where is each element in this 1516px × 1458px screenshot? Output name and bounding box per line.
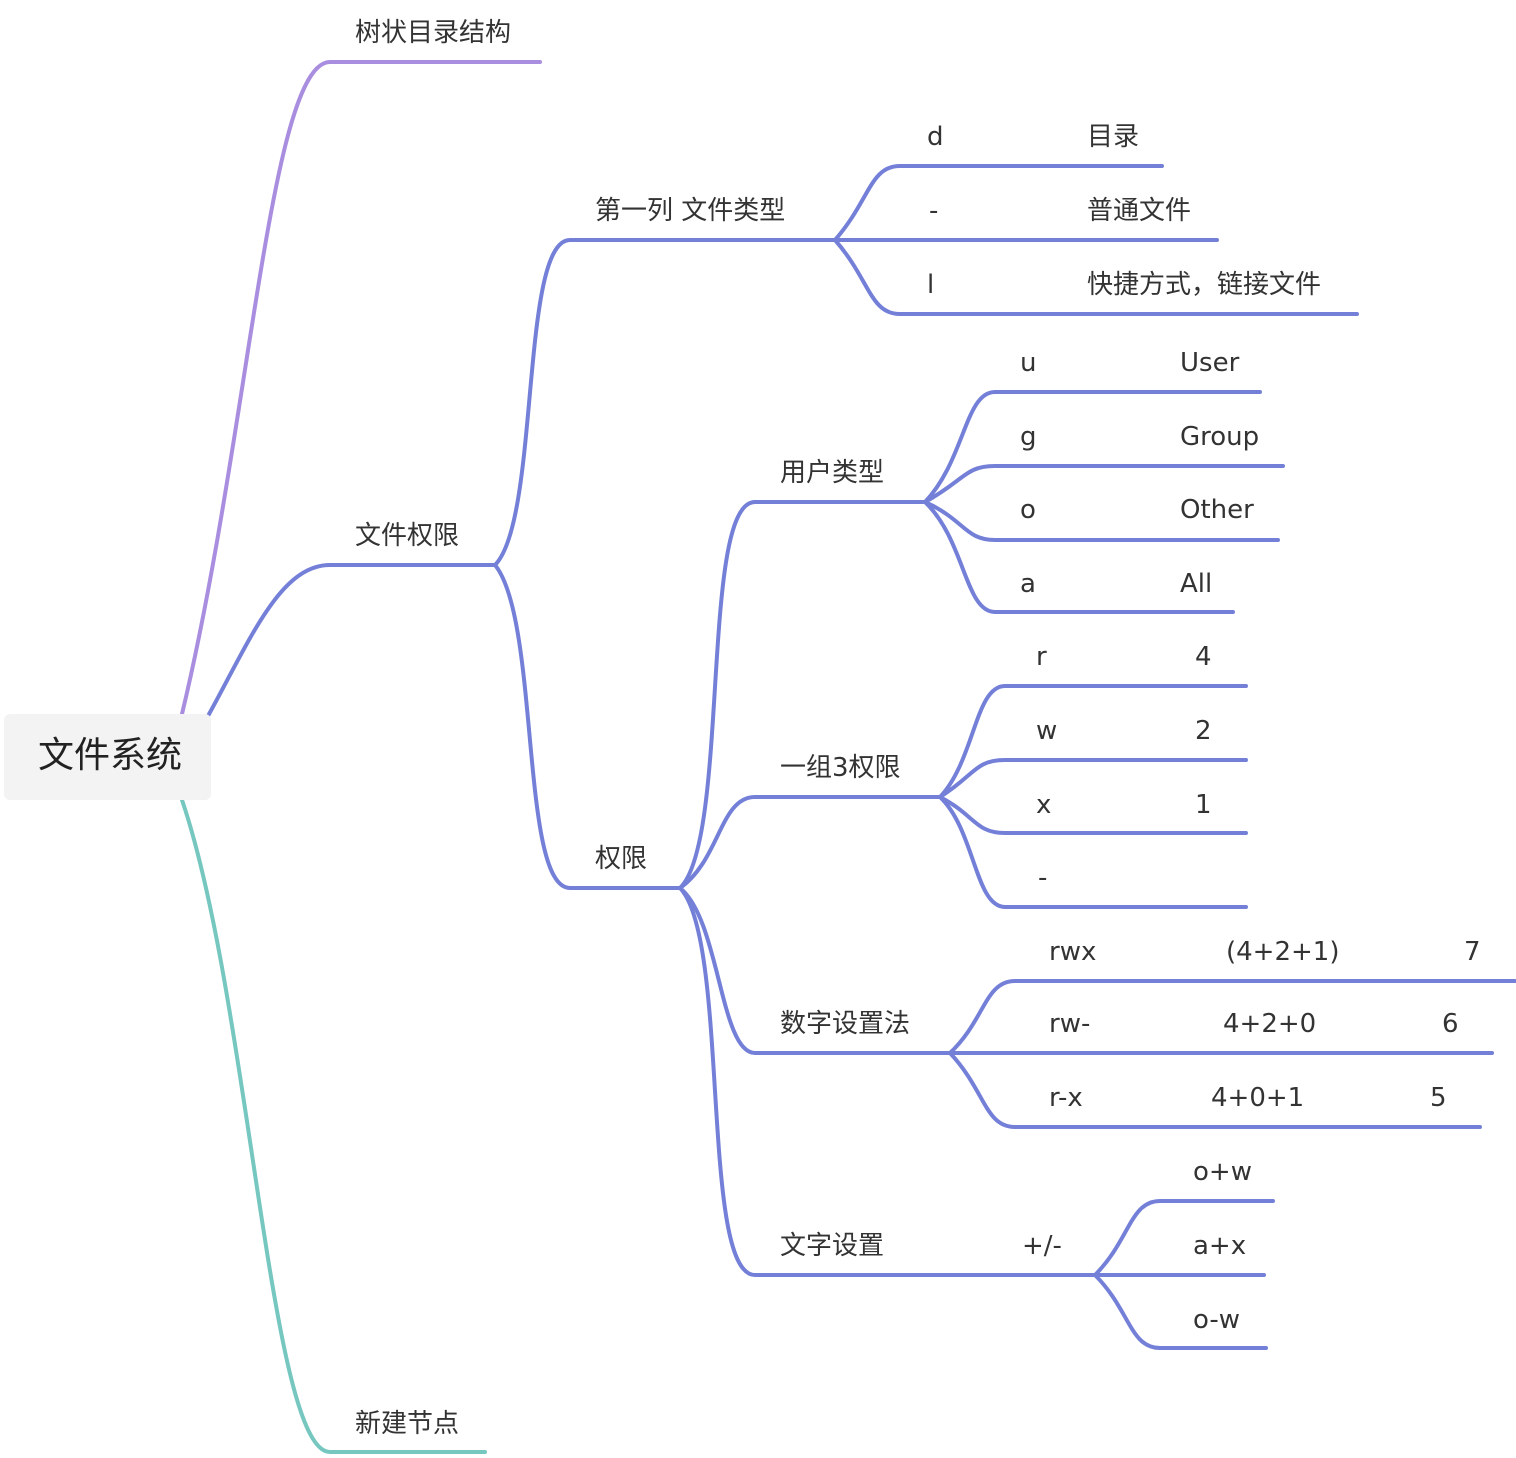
connector-filetype-l (833, 238, 1359, 316)
text-item-ax[interactable]: a+x (1193, 1231, 1247, 1261)
connector-root-newnode (180, 798, 487, 1454)
connector-permission-numeric (678, 886, 952, 1055)
usertype-key-o[interactable]: o (1020, 495, 1036, 525)
connector-root-tree (180, 60, 542, 716)
numeric-key-rwx[interactable]: rwx (1049, 937, 1097, 967)
group3-key-x[interactable]: x (1036, 790, 1052, 820)
root-node[interactable] (4, 714, 211, 800)
connector-group3-dash (938, 795, 1248, 909)
usertype-key-a[interactable]: a (1020, 569, 1036, 599)
connector-numeric-rx (948, 1051, 1482, 1129)
usertype-value-u[interactable]: User (1180, 348, 1240, 378)
numeric-key-rw[interactable]: rw- (1049, 1009, 1091, 1039)
connector-numeric-rwx (948, 979, 1516, 1055)
group3-key-r[interactable]: r (1036, 642, 1047, 672)
text-title[interactable]: 文字设置 (780, 1231, 885, 1261)
connector-permission-usertype (678, 500, 927, 890)
filetype-value-d[interactable]: 目录 (1087, 122, 1140, 152)
root-label: 文件系统 (38, 735, 183, 776)
group3-value-x[interactable]: 1 (1195, 790, 1212, 820)
connector-text-ow2 (1093, 1273, 1268, 1350)
numeric-key-rx[interactable]: r-x (1049, 1083, 1083, 1113)
connector-permission-group3 (678, 795, 942, 890)
filetype-key-l[interactable]: l (927, 270, 935, 300)
usertype-key-u[interactable]: u (1020, 348, 1037, 378)
connector-usertype-g (923, 464, 1285, 504)
connector-usertype-o (923, 500, 1280, 542)
branch-newnode-label[interactable]: 新建节点 (355, 1409, 460, 1439)
group3-title[interactable]: 一组3权限 (780, 753, 901, 783)
numeric-expr-rx[interactable]: 4+0+1 (1211, 1083, 1305, 1113)
branch-tree-label[interactable]: 树状目录结构 (355, 18, 512, 48)
text-operator[interactable]: +/- (1022, 1231, 1062, 1261)
filetype-key-d[interactable]: d (927, 122, 944, 152)
permission-title[interactable]: 权限 (595, 844, 648, 874)
usertype-title[interactable]: 用户类型 (780, 458, 885, 488)
connector-usertype-u (923, 390, 1262, 504)
connector-text-ow (1093, 1199, 1275, 1277)
usertype-key-g[interactable]: g (1020, 422, 1037, 452)
connector-group3-r (938, 684, 1248, 799)
connector-root-perm (206, 563, 497, 718)
text-item-ow2[interactable]: o-w (1193, 1305, 1241, 1335)
group3-value-r[interactable]: 4 (1195, 642, 1212, 672)
group3-value-w[interactable]: 2 (1195, 716, 1212, 746)
usertype-value-o[interactable]: Other (1180, 495, 1254, 525)
connector-perm-permission (493, 563, 682, 890)
connector-filetype-d (833, 164, 1164, 242)
filetype-value-dash[interactable]: 普通文件 (1087, 196, 1192, 226)
connector-perm-filetype (493, 238, 837, 567)
group3-key-w[interactable]: w (1036, 716, 1058, 746)
branch-permission-label[interactable]: 文件权限 (355, 521, 460, 551)
numeric-title[interactable]: 数字设置法 (780, 1009, 911, 1039)
connector-usertype-a (923, 500, 1235, 614)
group3-key-dash[interactable]: - (1038, 863, 1048, 893)
filetype-title[interactable]: 第一列 文件类型 (595, 196, 786, 226)
usertype-value-g[interactable]: Group (1180, 422, 1260, 452)
numeric-value-rw[interactable]: 6 (1442, 1009, 1459, 1039)
text-item-ow[interactable]: o+w (1193, 1157, 1252, 1187)
numeric-value-rx[interactable]: 5 (1430, 1083, 1447, 1113)
numeric-value-rwx[interactable]: 7 (1464, 937, 1481, 967)
connector-group3-x (938, 795, 1248, 835)
filetype-value-l[interactable]: 快捷方式，链接文件 (1087, 270, 1322, 300)
connector-permission-text (678, 886, 1097, 1277)
filetype-key-dash[interactable]: - (929, 196, 939, 226)
numeric-expr-rwx[interactable]: (4+2+1) (1226, 937, 1340, 967)
numeric-expr-rw[interactable]: 4+2+0 (1223, 1009, 1317, 1039)
usertype-value-a[interactable]: All (1180, 569, 1213, 599)
connector-group3-w (938, 758, 1248, 799)
